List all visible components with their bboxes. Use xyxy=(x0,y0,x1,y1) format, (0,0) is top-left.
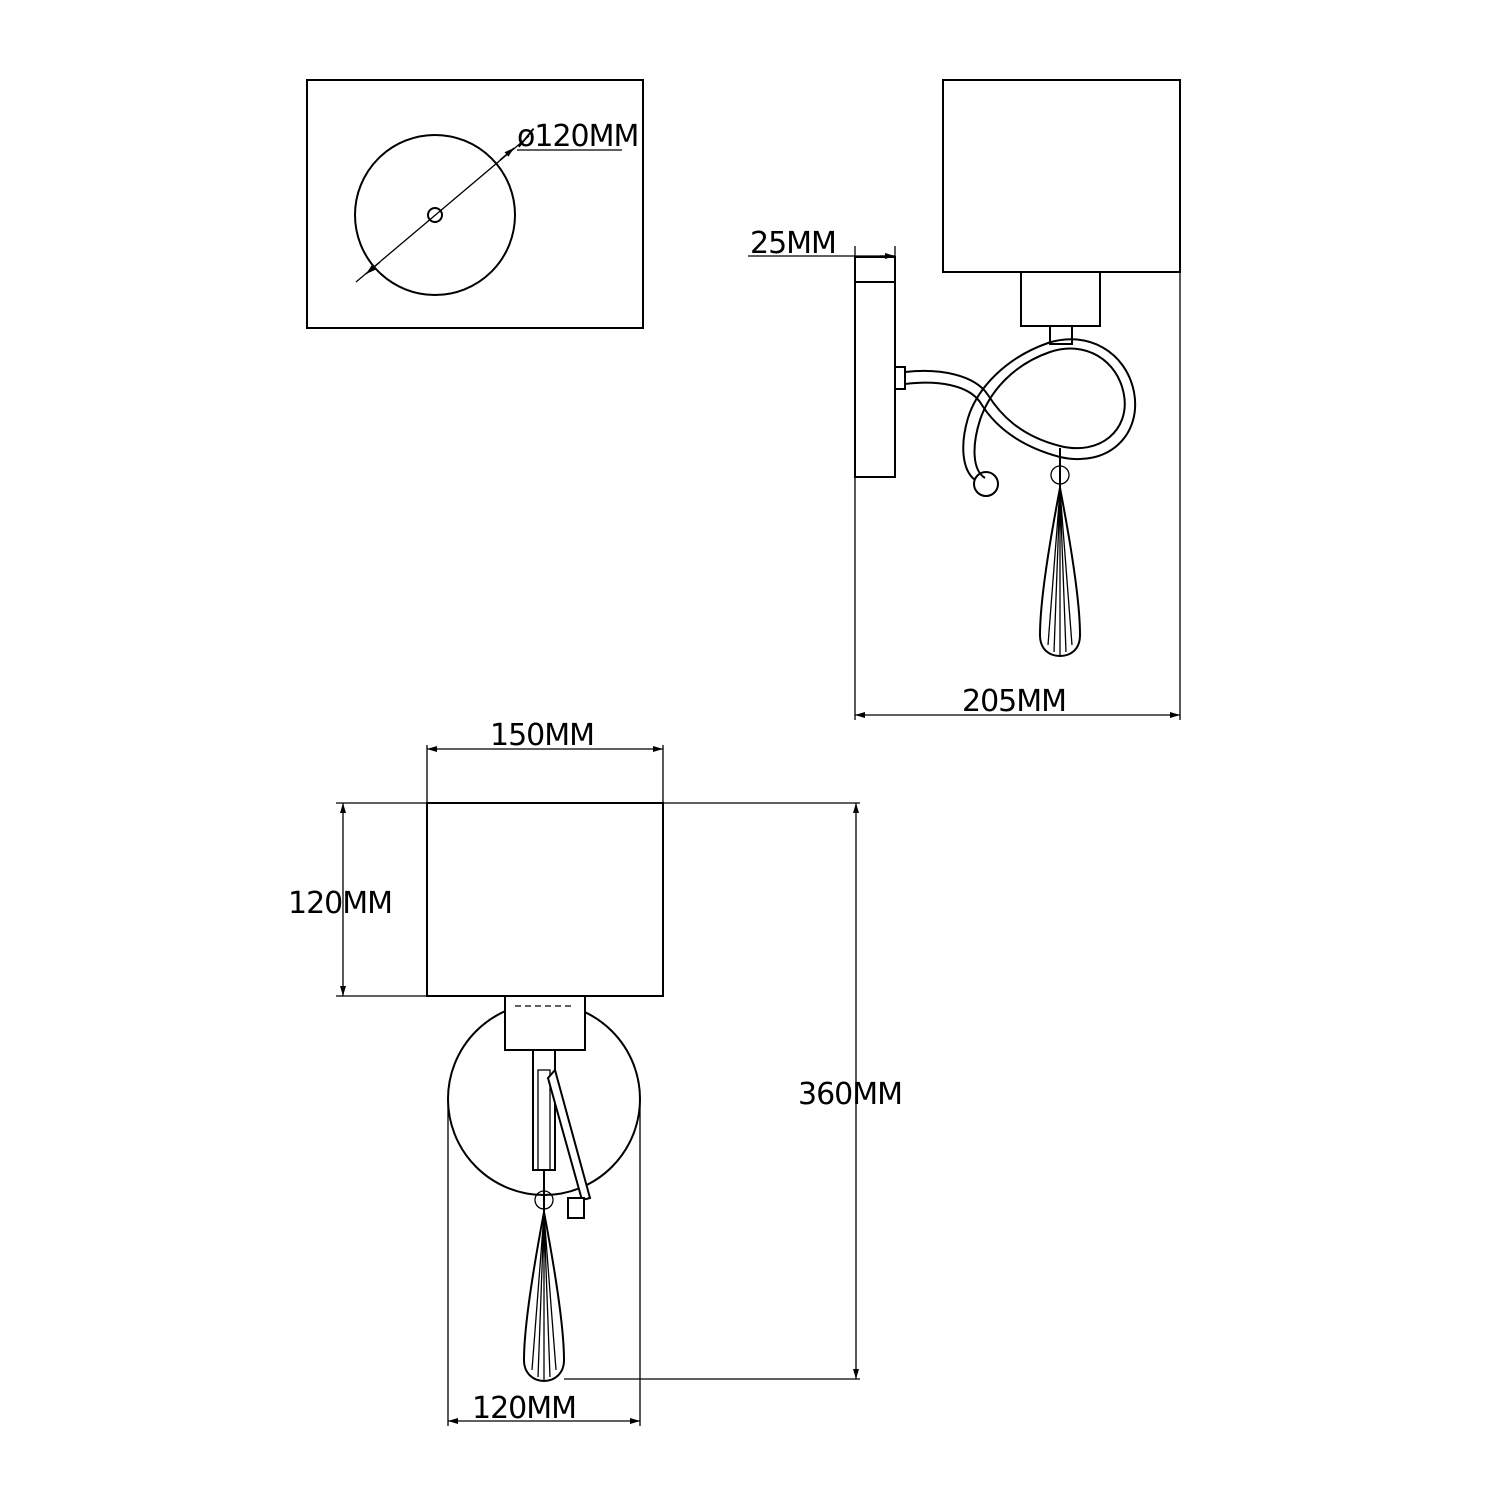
side-wall-plate xyxy=(854,256,896,478)
side-view: 25MM 205MM xyxy=(748,79,1181,720)
side-shade xyxy=(942,79,1181,273)
front-view: 150MM 120MM 360MM 120MM xyxy=(288,718,903,1426)
diameter-arrow-b xyxy=(499,147,515,161)
base-width-label: 120MM xyxy=(472,1391,576,1426)
side-arm-lower xyxy=(904,338,1137,481)
side-crystal-facets xyxy=(1047,489,1073,655)
front-shade xyxy=(426,802,664,997)
wall-plate-circle xyxy=(354,134,516,296)
total-height-label: 360MM xyxy=(798,1077,902,1112)
projection-label: 205MM xyxy=(962,684,1066,719)
side-crystal-drop xyxy=(1038,487,1082,658)
front-crystal-facets xyxy=(531,1213,557,1380)
diameter-label: ø120MM xyxy=(517,119,638,154)
front-lamp-holder xyxy=(504,995,586,1051)
side-holder-neck xyxy=(1049,325,1073,345)
shade-width-label: 150MM xyxy=(490,718,594,753)
front-stem xyxy=(532,1049,556,1171)
diameter-line xyxy=(355,135,530,283)
top-view-frame xyxy=(306,79,644,329)
diameter-arrow-a xyxy=(365,261,381,275)
shade-height-label: 120MM xyxy=(288,886,392,921)
top-view: ø120MM xyxy=(306,79,644,329)
side-arm-upper xyxy=(904,347,1126,479)
front-crystal-drop xyxy=(522,1211,566,1383)
side-connector xyxy=(894,366,906,390)
depth-label: 25MM xyxy=(750,226,836,261)
side-lamp-holder xyxy=(1020,271,1101,327)
side-arm-end-knob xyxy=(973,471,999,497)
center-hole xyxy=(427,207,443,223)
front-arm-end xyxy=(567,1197,585,1219)
